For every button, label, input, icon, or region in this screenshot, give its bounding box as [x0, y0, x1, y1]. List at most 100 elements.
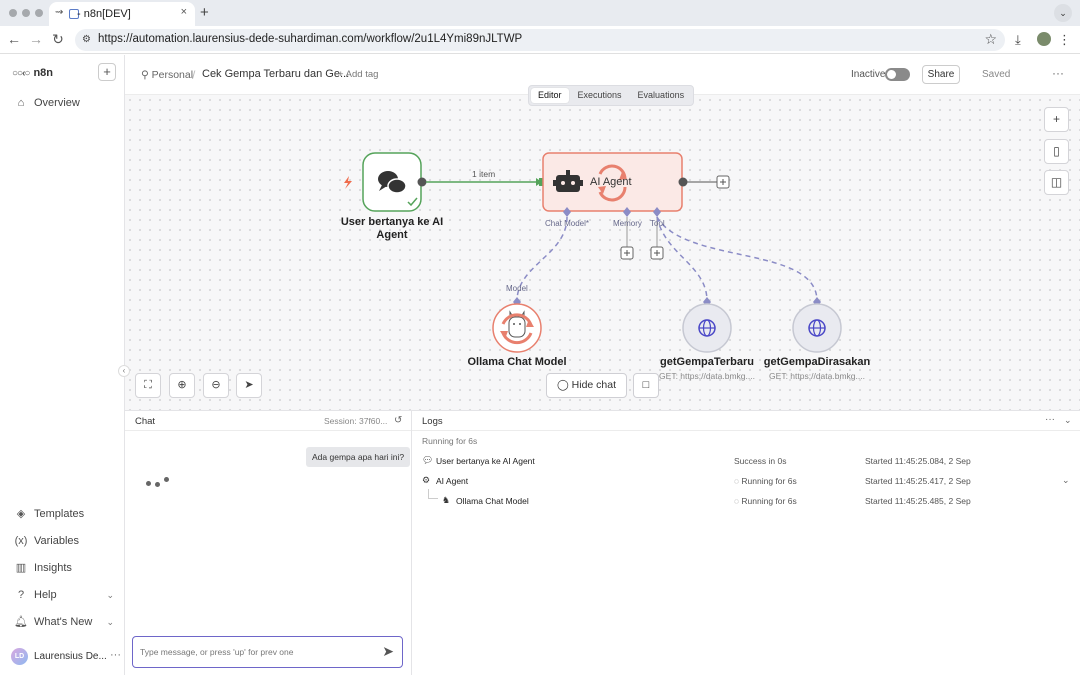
- sticky-note-button[interactable]: ▯: [1044, 139, 1069, 164]
- tab-editor[interactable]: Editor: [531, 88, 569, 103]
- sidebar-item-label: Overview: [34, 97, 80, 109]
- window-close-dot[interactable]: [9, 9, 17, 17]
- log-row[interactable]: ⚙ AI Agent ◌ Running for 6s Started 11:4…: [412, 472, 1080, 490]
- favicon-icon: [69, 9, 79, 19]
- window-minimize-dot[interactable]: [22, 9, 30, 17]
- sidebar-item-insights[interactable]: ▥Insights: [14, 560, 114, 576]
- workflow-canvas[interactable]: Editor Executions Evaluations: [125, 85, 1080, 410]
- agent-add-output-button[interactable]: [716, 175, 730, 189]
- sidebar-item-label: Help: [34, 589, 57, 601]
- tab-close-icon[interactable]: ×: [180, 6, 187, 18]
- square-icon: □: [642, 379, 650, 391]
- memory-add-button[interactable]: [620, 246, 634, 260]
- add-node-button[interactable]: +: [1044, 107, 1069, 132]
- model-port-label: Model: [506, 284, 528, 293]
- tab-search-chevron-icon[interactable]: ⌄: [1054, 4, 1072, 22]
- send-icon[interactable]: ➤: [382, 643, 394, 659]
- chat-input[interactable]: [140, 644, 370, 660]
- chevron-down-icon[interactable]: ⌄: [1062, 475, 1070, 485]
- audio-icon: ⇝: [55, 7, 64, 18]
- site-settings-icon[interactable]: ⚙: [82, 34, 91, 45]
- log-tree-connector: [428, 489, 438, 499]
- reload-icon[interactable]: ↻: [52, 31, 64, 47]
- back-arrow-icon[interactable]: ←: [7, 31, 21, 47]
- get-gempa-dirasakan-node[interactable]: [792, 297, 842, 353]
- typing-dot: [164, 477, 169, 482]
- user-menu[interactable]: LD Laurensius De... ···: [11, 647, 121, 667]
- browser-profile-avatar[interactable]: [1037, 32, 1051, 46]
- tool-add-button[interactable]: [650, 246, 664, 260]
- zoom-in-button[interactable]: ⊕: [169, 373, 195, 398]
- chevron-down-icon[interactable]: ⌄: [1064, 415, 1072, 425]
- toggle-logs-button[interactable]: □: [633, 373, 659, 398]
- sidebar-item-templates[interactable]: ◈Templates: [14, 506, 114, 522]
- bookmark-star-icon[interactable]: ☆: [984, 31, 997, 47]
- create-button[interactable]: +: [98, 63, 116, 81]
- breadcrumb-owner[interactable]: ⚲ Personal: [141, 69, 193, 81]
- sidebar-collapse-icon[interactable]: ‹: [118, 365, 130, 377]
- globe-icon: [808, 319, 826, 337]
- user-more-icon[interactable]: ···: [110, 649, 121, 661]
- sidebar-item-whats-new[interactable]: 🔔︎What's New ⌄: [14, 614, 114, 630]
- sidebar-item-overview[interactable]: ⌂Overview: [14, 95, 114, 111]
- tool2-connection[interactable]: [656, 216, 818, 302]
- trigger-label-line2: Agent: [376, 229, 408, 241]
- url-field[interactable]: ⚙ https://automation.laurensius-dede-suh…: [75, 29, 1005, 51]
- url-text: https://automation.laurensius-dede-suhar…: [98, 33, 523, 45]
- n8n-logo-icon: ○○‹○: [12, 68, 30, 79]
- trigger-node[interactable]: [362, 152, 422, 212]
- sidebar-item-help[interactable]: ?Help ⌄: [14, 587, 114, 603]
- n8n-logo[interactable]: ○○‹○n8n: [12, 67, 53, 79]
- new-tab-button[interactable]: +: [200, 4, 209, 21]
- add-tag-button[interactable]: + Add tag: [338, 69, 379, 80]
- trigger-bolt-icon: [344, 176, 352, 189]
- log-row[interactable]: ♞ Ollama Chat Model ◌ Running for 6s Sta…: [412, 492, 1080, 510]
- browser-menu-icon[interactable]: ⋮: [1058, 32, 1071, 47]
- browser-addressbar: ← → ↻ ⚙ https://automation.laurensius-de…: [0, 26, 1080, 54]
- get-gempa-terbaru-node[interactable]: [682, 297, 732, 353]
- bell-icon: 🔔︎: [14, 616, 28, 628]
- hide-chat-button[interactable]: ◯ Hide chat: [546, 373, 627, 398]
- browser-tab[interactable]: ⇝ - n8n[DEV] ×: [49, 2, 195, 26]
- sidebar: ○○‹○n8n + ⌂Overview ◈Templates (x)Variab…: [0, 55, 125, 675]
- spinner-icon: ◌: [734, 476, 742, 486]
- model-connection[interactable]: [516, 216, 568, 302]
- log-started: Started 11:45:25.485, 2 Sep: [865, 496, 971, 506]
- chat-bubble-icon: ◯: [556, 379, 572, 391]
- session-id[interactable]: Session: 37f60...: [324, 416, 388, 426]
- toggle-panel-button[interactable]: ◫: [1044, 170, 1069, 195]
- logs-more-icon[interactable]: ···: [1045, 414, 1055, 425]
- log-node-name: Ollama Chat Model: [456, 496, 529, 506]
- zoom-out-button[interactable]: ⊖: [203, 373, 229, 398]
- chat-model-port[interactable]: [563, 207, 571, 217]
- window-maximize-dot[interactable]: [35, 9, 43, 17]
- mode-tabs: Editor Executions Evaluations: [528, 85, 695, 106]
- variables-icon: (x): [14, 535, 28, 547]
- ai-agent-label: AI Agent: [590, 176, 632, 188]
- forward-arrow-icon[interactable]: →: [29, 31, 43, 47]
- reset-session-icon[interactable]: ↺: [394, 415, 403, 426]
- log-row[interactable]: 💬︎ User bertanya ke AI Agent Success in …: [412, 452, 1080, 470]
- workflow-title[interactable]: Cek Gempa Terbaru dan Ge...: [202, 68, 350, 80]
- active-toggle[interactable]: [885, 68, 910, 81]
- memory-port[interactable]: [623, 207, 631, 217]
- share-button[interactable]: Share: [922, 65, 960, 84]
- tab-evaluations[interactable]: Evaluations: [637, 90, 685, 100]
- plus-icon: +: [1052, 112, 1060, 126]
- download-icon[interactable]: ⤓: [1015, 32, 1021, 47]
- main-connection[interactable]: [417, 177, 545, 187]
- more-options-icon[interactable]: ···: [1052, 66, 1064, 80]
- tidy-up-button[interactable]: ➤: [236, 373, 262, 398]
- sidebar-item-variables[interactable]: (x)Variables: [14, 533, 114, 549]
- tool1-connection[interactable]: [656, 216, 708, 302]
- ai-agent-node[interactable]: [542, 152, 717, 212]
- fit-view-button[interactable]: ⛶: [135, 373, 161, 398]
- typing-dot: [155, 482, 160, 487]
- zoom-out-icon: ⊖: [211, 379, 221, 391]
- panel-icon: ◫: [1050, 175, 1063, 189]
- ollama-chat-model-node[interactable]: [492, 297, 542, 353]
- tab-executions[interactable]: Executions: [577, 90, 622, 100]
- tool-port[interactable]: [653, 207, 661, 217]
- tool1-node-subtitle: GET: https://data.bmkg....: [659, 371, 755, 381]
- log-node-name: AI Agent: [436, 476, 469, 486]
